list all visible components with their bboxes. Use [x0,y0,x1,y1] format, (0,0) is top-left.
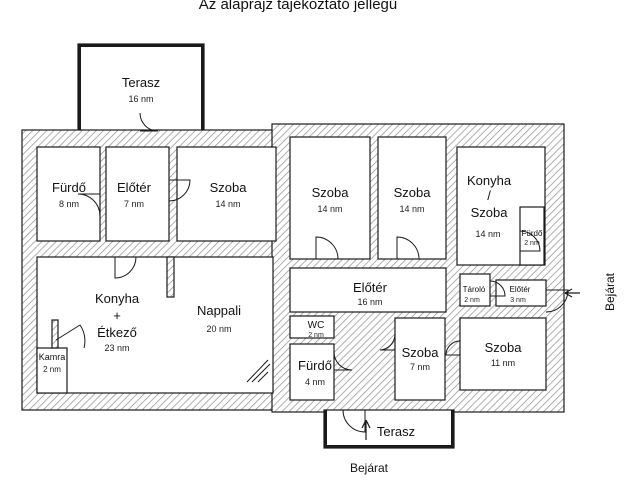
label-entrance-bottom: Bejárat [350,461,389,475]
room-bedroom-5 [459,317,547,391]
label-terrace-bottom: Terasz [377,424,415,439]
room-bedroom-3 [377,136,447,260]
area-pantry: 2 nm [43,365,61,374]
label-bedroom-1: Szoba [210,180,248,195]
terrace-bottom [323,409,455,449]
door-swing-bathroom-2 [333,351,353,371]
terrace-top [77,43,205,141]
room-bathroom-small [519,206,545,266]
door-swing-room-2 [315,236,339,260]
label-terrace-top: Terasz [122,75,160,90]
door-swing-storage [489,280,506,297]
area-bedroom-5: 11 nm [491,358,515,368]
area-bedroom-3: 14 nm [399,204,424,214]
room-bedroom-1 [176,146,277,242]
label-kitchen-bedroom-l3: Szoba [471,205,509,220]
door-swing-room-1 [168,179,191,202]
area-bedroom-2: 14 nm [317,204,342,214]
terrace-top-railing [78,44,204,47]
label-hall-1: Előtér [117,180,152,195]
label-kitchen-dining-l2: + [113,308,121,323]
area-kitchen-bedroom: 14 nm [475,229,500,239]
entrance-arrow-bottom-icon [361,419,371,440]
label-hall-3: Előtér [510,285,531,294]
area-hall-2: 16 nm [357,297,382,307]
door-swing-entrance-right [545,289,569,313]
area-kitchen-dining: 23 nm [104,343,129,353]
label-bathroom-small: Fürdő [522,229,543,238]
plan-disclaimer: Az alaprajz tájékoztató jellegű [199,0,397,13]
room-wc [289,315,335,339]
label-kitchen-dining-l1: Konyha [95,291,140,306]
door-swing-terrace [139,112,159,132]
label-hall-2: Előtér [353,280,388,295]
label-bedroom-3: Szoba [394,185,432,200]
stair-symbol [246,359,271,383]
area-living-room: 20 nm [206,324,231,334]
door-swing-room-4 [379,333,396,351]
label-entrance-right: Bejárat [603,272,617,311]
room-storage [459,273,491,307]
label-storage: Tároló [463,285,486,294]
label-bathroom-2: Fürdő [298,358,332,373]
terrace-top-railing-left [78,44,81,140]
area-hall-1: 7 nm [124,199,144,209]
label-living-room: Nappali [197,303,241,318]
label-bedroom-2: Szoba [312,185,350,200]
room-pantry [36,347,68,394]
door-swing-bathroom-small [519,230,541,252]
label-wc: WC [308,320,325,331]
area-terrace-top: 16 nm [128,94,153,104]
door-swing-room-3 [396,236,420,260]
label-kitchen-dining-l3: Étkező [97,325,137,340]
room-hall-1 [105,146,170,242]
room-hall-2 [289,267,447,313]
door-swing-bathroom-1 [77,193,101,217]
door-swing-entrance-bottom [342,409,366,433]
room-kitchen-dining-living [36,256,274,394]
door-swing-pantry [55,324,86,349]
door-swing-room-5 [445,340,461,356]
room-bathroom-2 [289,343,335,401]
label-kitchen-bedroom-l2: / [487,188,491,203]
door-swing-kitchen [114,256,137,279]
room-bedroom-4 [394,317,446,401]
label-bedroom-4: Szoba [402,345,440,360]
label-pantry: Kamra [39,352,66,362]
label-bedroom-5: Szoba [485,340,523,355]
wall-kitchen-living [166,256,175,298]
terrace-top-railing-right [201,44,204,140]
terrace-bottom-railing-base [324,445,454,448]
area-bathroom-1: 8 nm [59,199,79,209]
area-bathroom-small: 2 nm [524,240,540,247]
label-kitchen-bedroom-l1: Konyha [467,173,512,188]
area-storage: 2 nm [464,297,480,304]
entrance-arrow-right-icon [564,288,580,298]
area-bathroom-2: 4 nm [305,377,325,387]
terrace-bottom-railing-right [451,410,454,448]
room-bedroom-2 [289,136,371,260]
area-bedroom-1: 14 nm [215,199,240,209]
area-bedroom-4: 7 nm [410,362,430,372]
wall-pantry [51,319,59,349]
label-bathroom-1: Fürdő [52,180,86,195]
area-wc: 2 nm [308,332,324,339]
area-hall-3: 3 nm [510,297,526,304]
terrace-bottom-railing-left [324,410,327,448]
